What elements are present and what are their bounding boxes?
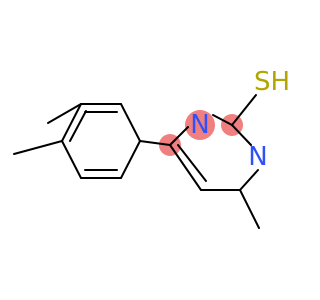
- bond: [120, 103, 141, 142]
- chemical-structure: N N SH: [13, 67, 290, 229]
- bond: [69, 110, 87, 142]
- thiol-bond: [231, 94, 257, 126]
- bond: [61, 103, 82, 142]
- methyl-bond-right: [239, 189, 260, 229]
- pyrimidine-ring: [169, 114, 259, 191]
- aryl-link-bond: [139, 140, 171, 146]
- atom-label-n-right: N: [248, 142, 267, 172]
- bond: [169, 126, 189, 146]
- benzene-ring: [47, 103, 141, 179]
- bond: [231, 124, 252, 146]
- highlight-n-top: [185, 110, 215, 140]
- bond: [169, 144, 202, 191]
- bond: [47, 103, 82, 124]
- bond: [61, 140, 82, 179]
- bond: [177, 144, 207, 182]
- methyl-bond-left: [13, 140, 63, 155]
- bond: [120, 140, 141, 179]
- atom-label-n-top: N: [190, 110, 209, 140]
- structure-canvas: N N SH: [13, 67, 290, 229]
- bond: [212, 114, 233, 126]
- bond: [239, 169, 259, 191]
- atom-label-sh: SH: [254, 67, 290, 97]
